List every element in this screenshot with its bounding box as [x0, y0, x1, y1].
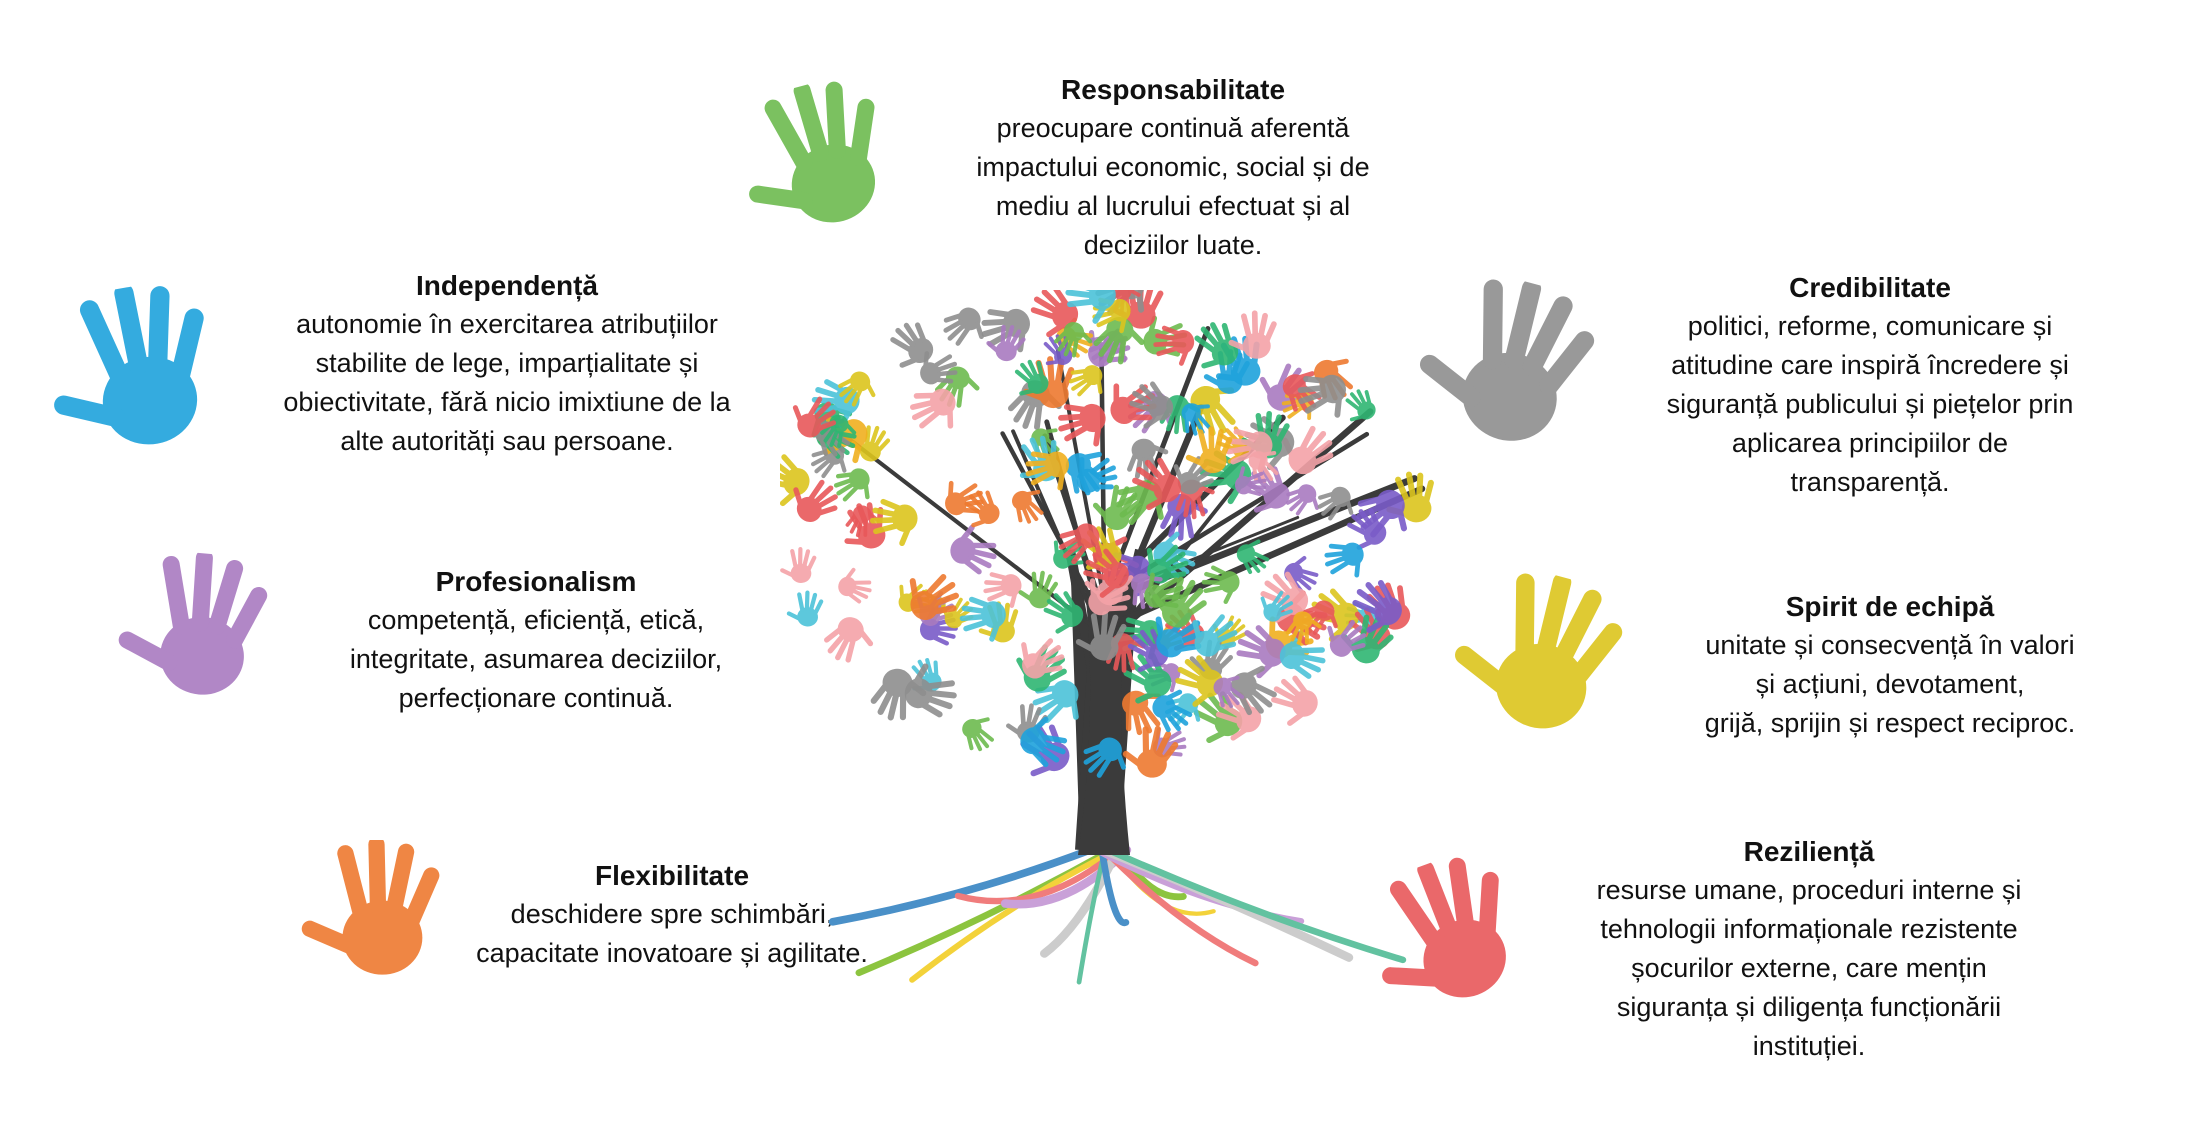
value-description-line: politici, reforme, comunicare și	[1687, 311, 2053, 341]
handprint-icon	[301, 840, 440, 975]
value-block-profesionalism: Profesionalism competență, eficiență, eti…	[296, 562, 776, 718]
value-description-line: autonomie în exercitarea atribuțiilor	[296, 309, 718, 339]
tree-of-hands-illustration	[780, 290, 1434, 985]
value-description-line: instituției.	[1752, 1031, 1866, 1061]
value-title: Spirit de echipă	[1785, 591, 1995, 622]
value-title: Credibilitate	[1789, 272, 1951, 303]
value-description-line: atitudine care inspiră încredere și	[1671, 350, 2069, 380]
value-description-line: deciziilor luate.	[1083, 230, 1263, 260]
handprint-icon	[118, 549, 268, 695]
value-block-responsabilitate: Responsabilitate preocupare continuă afer…	[893, 70, 1453, 265]
value-description-line: tehnologii informaționale rezistente	[1600, 914, 2018, 944]
value-block-rezilienta: Reziliență resurse umane, proceduri inter…	[1539, 832, 2079, 1066]
value-description-line: resurse umane, proceduri interne și	[1596, 875, 2022, 905]
value-title: Responsabilitate	[1060, 74, 1286, 105]
value-description-line: impactului economic, social și de	[976, 152, 1370, 182]
canopy-handprints	[780, 290, 1434, 778]
value-description-line: deschidere spre schimbări,	[510, 899, 834, 929]
value-description-line: obiectivitate, fără nicio imixtiune de l…	[283, 387, 731, 417]
value-title: Reziliență	[1743, 836, 1875, 867]
handprint-icon	[54, 283, 204, 445]
value-description-line: șocurilor externe, care mențin	[1631, 953, 1987, 983]
value-description-line: și acțiuni, devotament,	[1755, 669, 2025, 699]
value-block-flexibilitate: Flexibilitate deschidere spre schimbări, c…	[422, 856, 922, 973]
value-description-line: grijă, sprijin și respect reciproc.	[1704, 708, 2076, 738]
value-block-spirit-de-echipa: Spirit de echipă unitate și consecvență î…	[1630, 587, 2150, 743]
handprint-icon	[1382, 857, 1506, 998]
value-description-line: stabilite de lege, imparțialitate și	[315, 348, 699, 378]
handprint-icon	[1419, 278, 1595, 441]
value-description-line: aplicarea principiilor de	[1731, 428, 2009, 458]
value-title: Profesionalism	[435, 566, 637, 597]
value-title: Independență	[415, 270, 598, 301]
value-description-line: perfecționare continuă.	[398, 683, 674, 713]
handprint-icon	[749, 81, 876, 223]
value-description-line: unitate și consecvență în valori	[1705, 630, 2075, 660]
value-description-line: integritate, asumarea deciziilor,	[349, 644, 723, 674]
value-block-credibilitate: Credibilitate politici, reforme, comunica…	[1610, 268, 2130, 502]
value-description-line: competență, eficiență, etică,	[367, 605, 705, 635]
value-description-line: preocupare continuă aferentă	[996, 113, 1350, 143]
value-description-line: mediu al lucrului efectuat și al	[995, 191, 1351, 221]
value-block-independenta: Independență autonomie în exercitarea atr…	[217, 266, 797, 461]
tree-roots	[828, 845, 1407, 985]
value-title: Flexibilitate	[594, 860, 750, 891]
value-description-line: siguranță publicului și piețelor prin	[1666, 389, 2074, 419]
value-description-line: transparență.	[1790, 467, 1950, 497]
value-description-line: alte autorități sau persoane.	[340, 426, 674, 456]
value-description-line: capacitate inovatoare și agilitate.	[476, 938, 868, 968]
handprint-icon	[1455, 572, 1623, 729]
value-description-line: siguranța și diligența funcționării	[1616, 992, 2002, 1022]
